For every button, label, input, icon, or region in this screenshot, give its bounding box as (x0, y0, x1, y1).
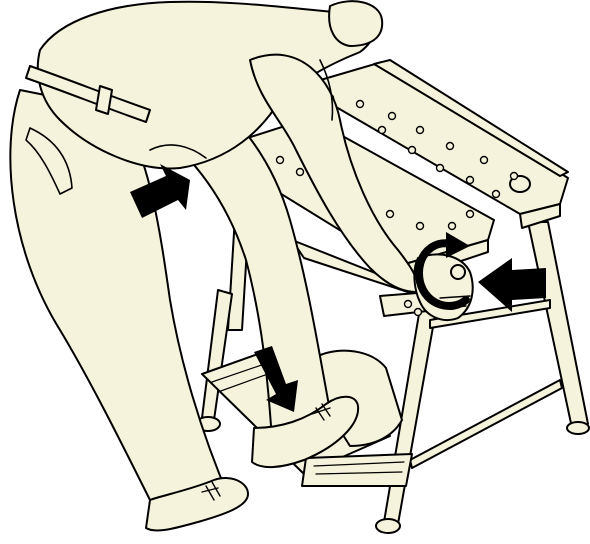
illustration-canvas (0, 0, 590, 544)
workbench-illustration (0, 0, 590, 544)
